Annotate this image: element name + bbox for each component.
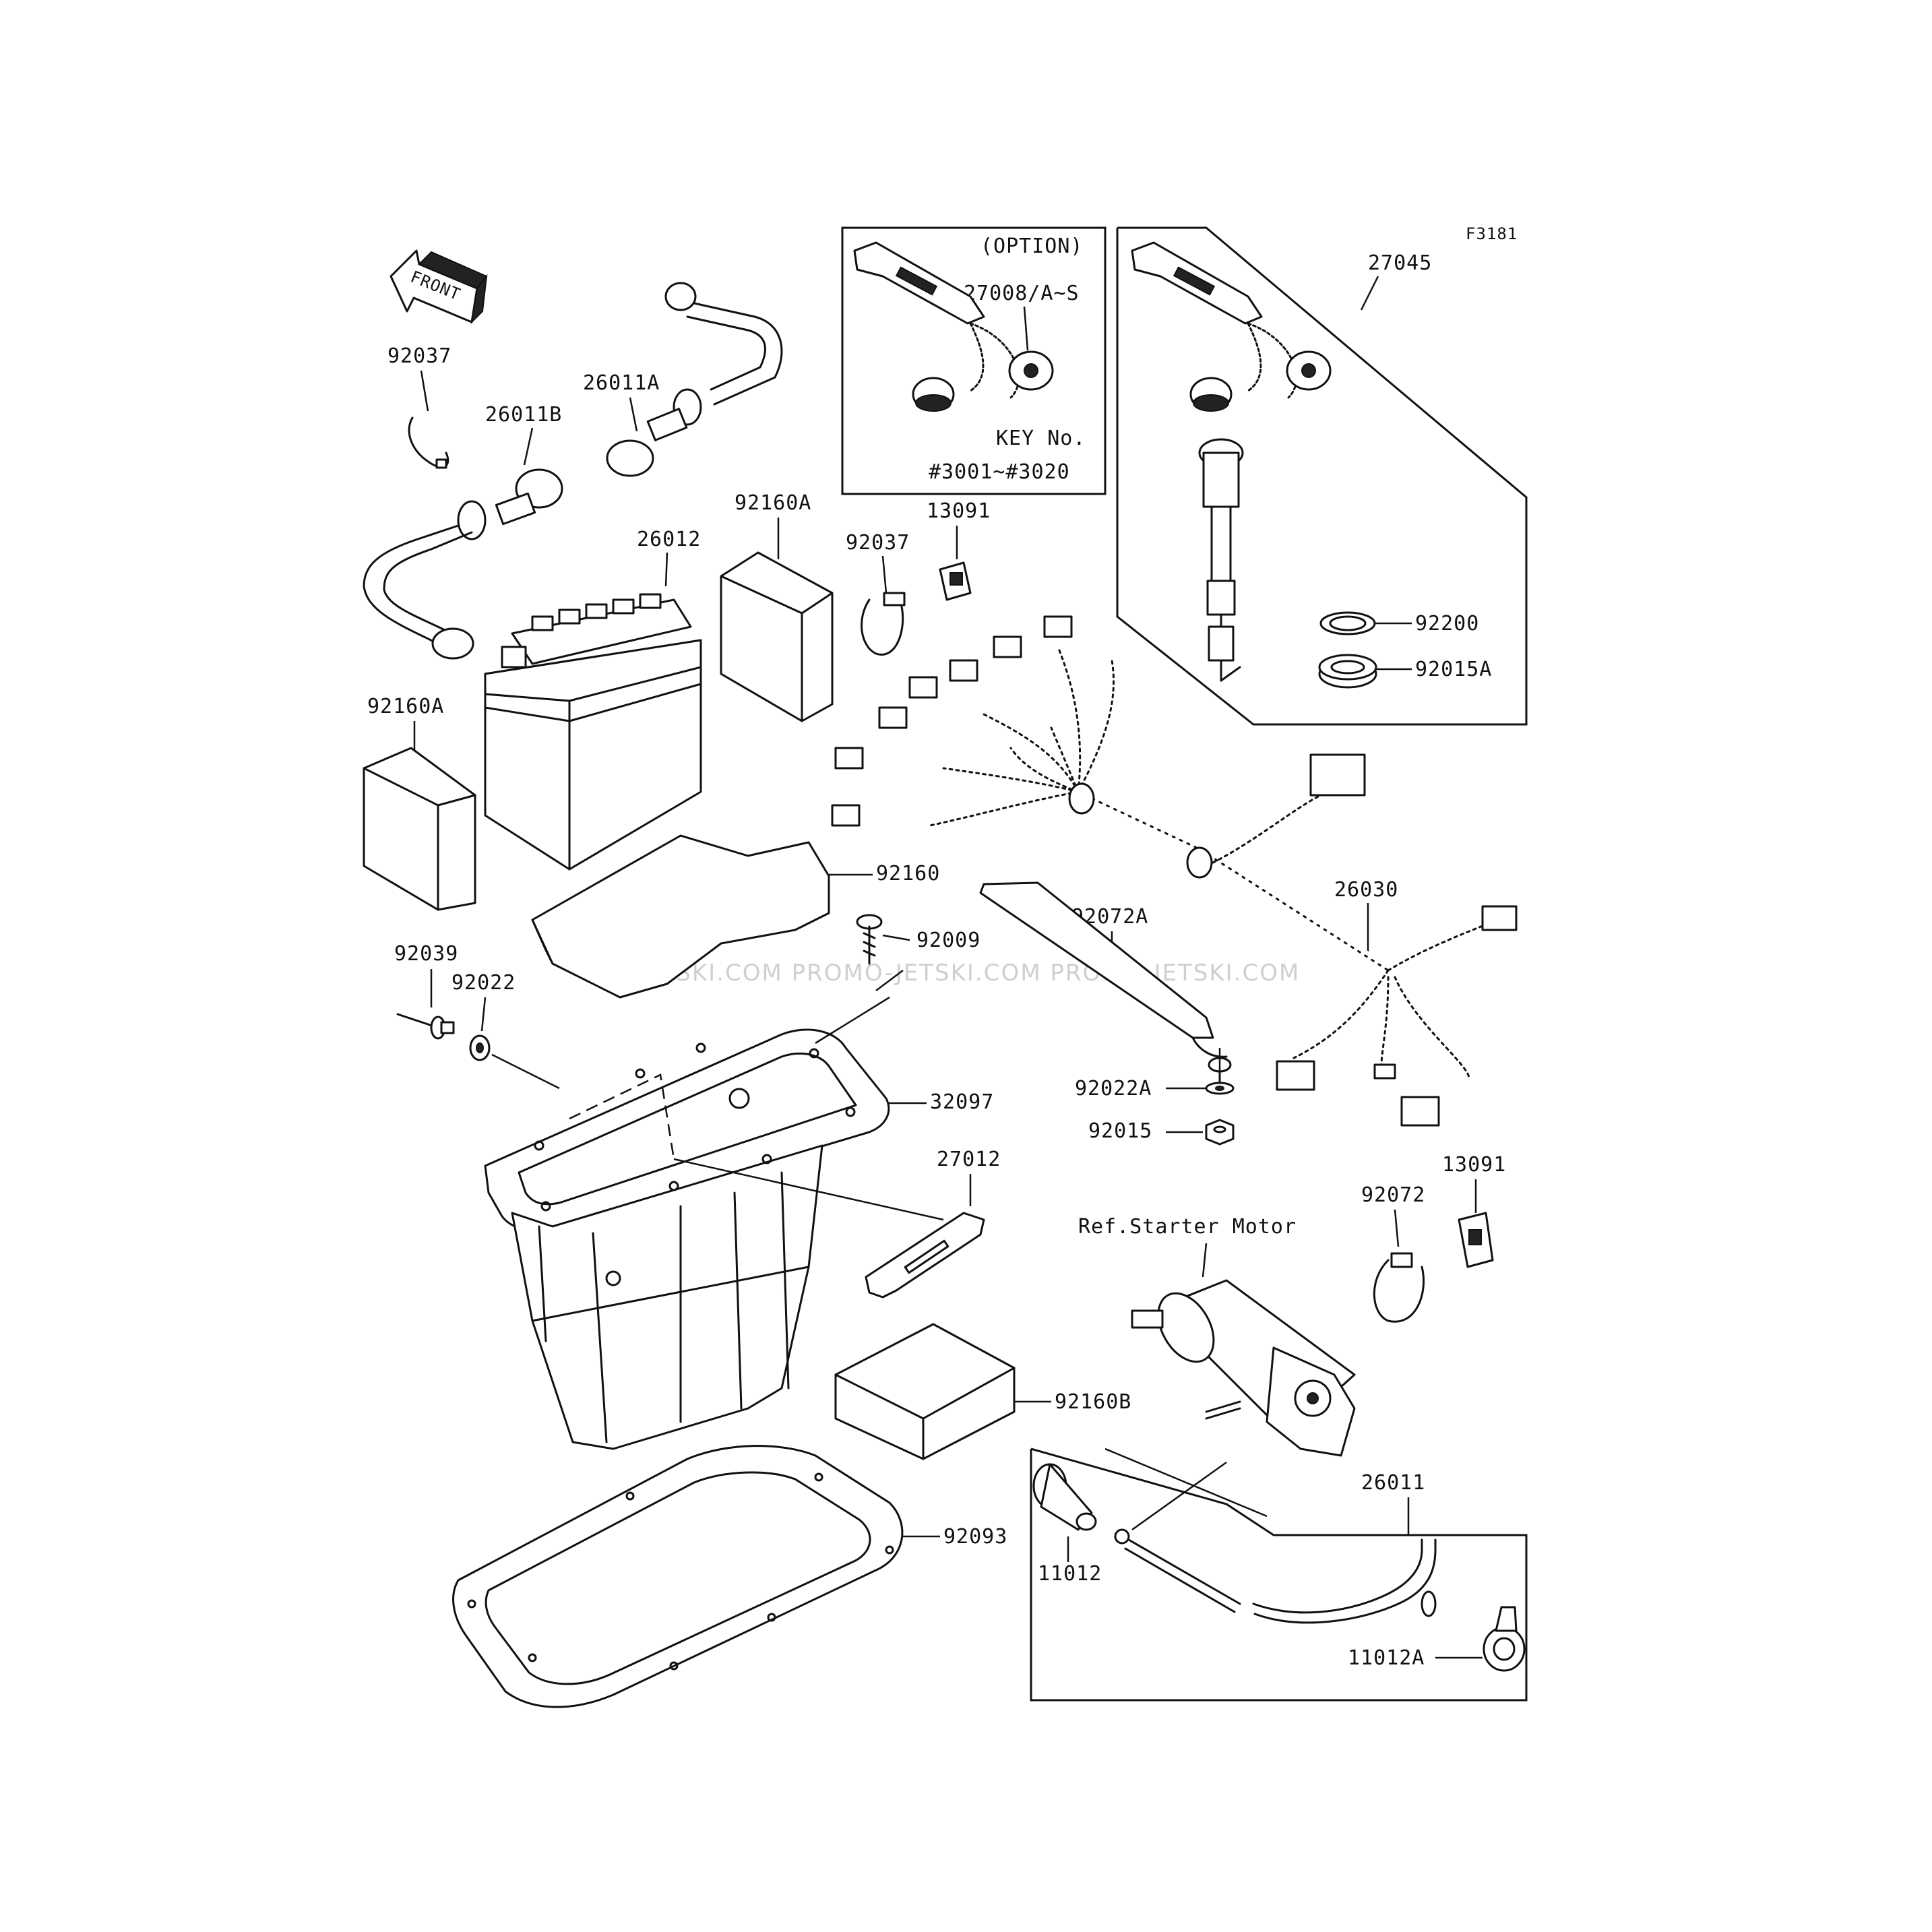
- lanyard-key-icon-2: [1131, 241, 1332, 412]
- label-27012: 27012: [937, 1148, 1001, 1171]
- battery-cable-26011B-icon: [363, 468, 563, 660]
- label-92009: 92009: [916, 929, 980, 952]
- washer-92200-icon: [1319, 611, 1376, 635]
- pad-92160-icon: [531, 834, 830, 999]
- label-26011A: 26011A: [583, 371, 660, 395]
- label-92037-top: 92037: [387, 344, 451, 368]
- pin-92039-icon: [396, 1013, 455, 1040]
- battery-case-32097-icon: [484, 1028, 890, 1450]
- label-92072: 92072: [1361, 1183, 1425, 1207]
- washer-92022-icon: [469, 1034, 491, 1061]
- ref-starter-motor: Ref.Starter Motor: [1078, 1215, 1297, 1239]
- label-26011B: 26011B: [485, 403, 562, 427]
- label-11012A: 11012A: [1348, 1646, 1425, 1670]
- label-92160A-left: 92160A: [367, 695, 444, 718]
- label-92200: 92200: [1415, 612, 1479, 635]
- label-92015A: 92015A: [1415, 658, 1492, 681]
- label-92039: 92039: [394, 942, 458, 966]
- label-13091-right: 13091: [1442, 1153, 1506, 1177]
- screw-92009-icon: [856, 914, 883, 965]
- kit-27045-box: 27045 92200: [1116, 226, 1528, 726]
- figure-code: F3181: [1466, 224, 1518, 243]
- label-92022A: 92022A: [1075, 1077, 1152, 1100]
- clamp-92037-icon: [408, 416, 449, 469]
- battery-26012-icon: [484, 593, 702, 871]
- label-13091-top: 13091: [927, 499, 991, 523]
- label-26030: 26030: [1334, 878, 1398, 902]
- clamp-92072-icon: [1373, 1252, 1425, 1323]
- bracket-27012-icon: [865, 1212, 985, 1299]
- lanyard-key-icon: [853, 241, 1054, 412]
- option-title: (OPTION): [980, 235, 1084, 258]
- label-92037-mid: 92037: [846, 531, 910, 555]
- wiring-harness-26030-icon: [831, 615, 1518, 1127]
- kit-26011-box: 26011 11012 11012A: [1030, 1447, 1528, 1702]
- option-part-label: 27008/A~S: [964, 282, 1080, 305]
- key-switch-icon: [1198, 438, 1244, 682]
- pad-92160B-icon: [834, 1323, 1016, 1460]
- label-26012: 26012: [637, 528, 701, 551]
- front-arrow-icon: FRONT: [389, 249, 488, 324]
- label-32097: 32097: [930, 1090, 994, 1114]
- clip-13091-right-icon: [1458, 1212, 1494, 1268]
- label-92160A-top: 92160A: [735, 491, 811, 515]
- starter-motor-icon: [1131, 1279, 1356, 1457]
- battery-cable-26011A-icon: [606, 282, 783, 477]
- key-number-label: KEY No.: [996, 427, 1086, 450]
- gasket-92093-icon: [452, 1445, 904, 1708]
- label-92160: 92160: [876, 862, 940, 885]
- label-92160B: 92160B: [1055, 1390, 1131, 1414]
- watermark: JETSKI.COM PROMO-JETSKI.COM PROMO-JETSKI…: [635, 960, 1300, 987]
- clip-13091-top-icon: [939, 561, 972, 601]
- label-11012: 11012: [1038, 1562, 1102, 1586]
- washer-92022A-icon: [1205, 1082, 1235, 1095]
- label-92093: 92093: [943, 1525, 1007, 1549]
- battery-cable-26011-icon: [1114, 1528, 1526, 1672]
- pad-92160A-top-icon: [720, 551, 834, 722]
- pad-92160A-left-icon: [363, 747, 476, 911]
- label-92022: 92022: [451, 971, 516, 995]
- label-26011: 26011: [1361, 1471, 1425, 1495]
- clamp-92037-mid-icon: [861, 592, 906, 656]
- key-range-label: #3001~#3020: [929, 460, 1070, 484]
- label-27045: 27045: [1368, 251, 1432, 275]
- label-92015: 92015: [1088, 1119, 1152, 1143]
- boot-11012-icon: [1032, 1463, 1097, 1531]
- nut-92015A-icon: [1318, 654, 1377, 689]
- option-box: (OPTION) 27008/A~S KEY No. #3001~#3020: [841, 226, 1107, 495]
- nut-92015-icon: [1205, 1119, 1235, 1146]
